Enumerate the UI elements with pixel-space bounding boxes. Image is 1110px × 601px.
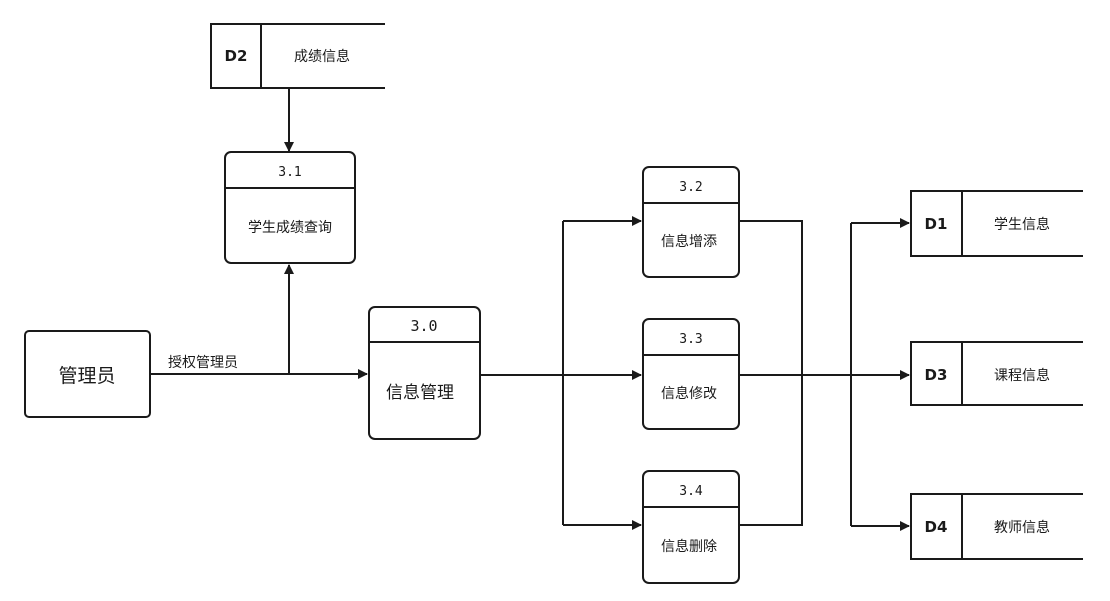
line-merge: [739, 220, 803, 526]
entity-admin: 管理员: [24, 330, 151, 418]
store-d2: D2 成绩信息: [210, 23, 385, 89]
process-label: 信息增添: [661, 233, 717, 250]
store-label: 课程信息: [994, 367, 1050, 384]
process-3-1: 3.1 学生成绩查询: [224, 151, 356, 264]
store-label: 教师信息: [994, 519, 1050, 536]
store-label: 成绩信息: [294, 48, 350, 65]
store-code: D4: [925, 518, 948, 536]
process-label: 信息修改: [661, 385, 717, 402]
process-3-0: 3.0 信息管理: [368, 306, 481, 440]
process-3-3: 3.3 信息修改: [642, 318, 740, 430]
store-code: D2: [225, 47, 248, 65]
store-d4: D4 教师信息: [910, 493, 1083, 560]
process-number: 3.0: [410, 317, 437, 335]
store-code: D1: [925, 215, 948, 233]
process-3-4: 3.4 信息删除: [642, 470, 740, 584]
store-d1: D1 学生信息: [910, 190, 1083, 257]
process-number: 3.1: [278, 165, 301, 180]
process-3-2: 3.2 信息增添: [642, 166, 740, 278]
store-code: D3: [925, 366, 948, 384]
flow-label: 授权管理员: [168, 355, 238, 371]
process-number: 3.3: [679, 332, 702, 347]
store-label: 学生信息: [994, 216, 1050, 233]
store-d3: D3 课程信息: [910, 341, 1083, 406]
process-label: 信息删除: [661, 538, 717, 555]
connectors: [150, 88, 910, 531]
process-number: 3.4: [679, 484, 703, 499]
arrow-admin-to-p31: [258, 264, 294, 375]
entity-label: 管理员: [58, 365, 115, 387]
process-label: 信息管理: [386, 383, 454, 403]
process-label: 学生成绩查询: [248, 220, 332, 236]
process-number: 3.2: [679, 180, 702, 195]
